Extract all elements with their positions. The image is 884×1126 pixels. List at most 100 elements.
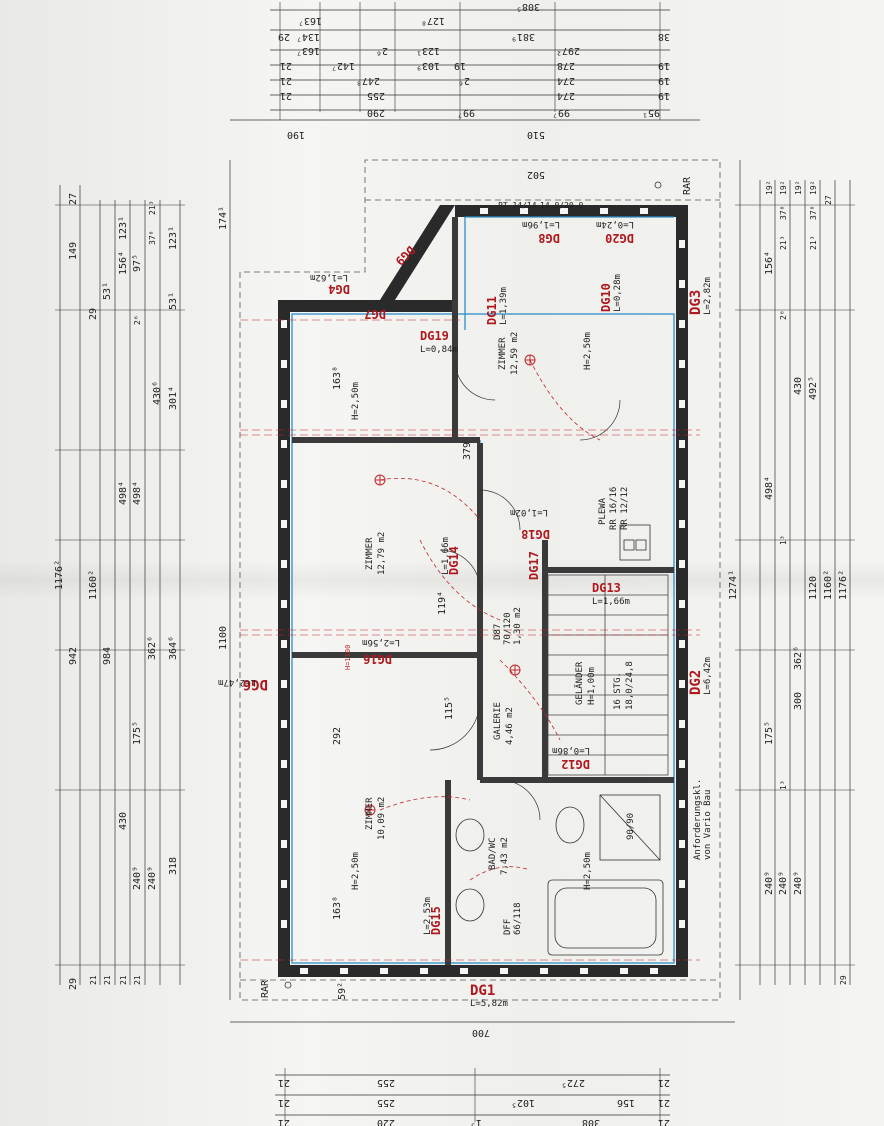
dim-left-a2: 942: [68, 647, 79, 665]
dim-left-g3: 240⁹: [147, 866, 158, 890]
tag-dg11: DG11: [485, 296, 499, 325]
light-points: [364, 354, 536, 816]
dim-right-c2: 362⁶: [793, 646, 804, 670]
right-dimension-block: 240⁹ 175⁵ 498⁴ 156⁴ 19² 240⁹ 1³ 1³ 2⁶ 21…: [728, 160, 855, 1000]
dim-right-d1: 1120: [808, 576, 819, 600]
dim-163b: 163⁸: [332, 896, 343, 920]
dim-top-5: 381⁹: [511, 31, 535, 42]
dim-right-b7: 19²: [779, 181, 788, 195]
tag-dg5: DG15: [429, 906, 443, 935]
tag-dg19: DG19: [420, 329, 449, 343]
dim-top-4: 134⁷: [296, 31, 320, 42]
tag-dg14-len: L=1,66m: [441, 537, 451, 575]
dim-292: 292: [332, 727, 343, 745]
left-dimension-block: 29 942 149 27 1160² 29 984 53¹ 156⁴ 123¹…: [54, 160, 231, 1000]
dim-119: 119⁴: [437, 591, 448, 615]
tag-dg12-len: L=0,86m: [552, 745, 590, 755]
dim-bot-5: 21: [278, 1097, 290, 1108]
dim-left-f6: 430⁶: [152, 381, 163, 405]
height-3: H=2,50m: [583, 332, 593, 370]
dim-left-c1: 984: [102, 647, 113, 665]
room-1-name: ZIMMER: [365, 537, 375, 570]
d87-area: 1,30 m2: [513, 607, 523, 645]
dim-right-d3: 21³: [809, 236, 818, 250]
tag-dg12: DG12: [561, 757, 590, 771]
dim-left-e2: 498⁴: [132, 481, 143, 505]
tag-dg18-len: L=1,02m: [510, 507, 548, 517]
room-4-area: 4,46 m2: [505, 707, 515, 745]
dim-top-15: 278: [557, 60, 575, 71]
dim-bot-9: 21: [658, 1097, 670, 1108]
top-dimension-block: 163⁷ 127⁸ 29 134⁷ 381⁹ 38 163⁷ 2⁶ 123¹ 2…: [230, 1, 700, 140]
dim-left-d2: 123¹: [118, 216, 129, 240]
dim-right-b6: 37⁸: [779, 206, 788, 220]
dim-163a: 163⁸: [332, 366, 343, 390]
dim-right-b4: 2⁶: [779, 310, 788, 320]
note-line-2: von Vario Bau: [703, 790, 713, 860]
dim-right-c1: 240⁹: [793, 871, 804, 895]
room-4-name: GALERIE: [493, 702, 503, 740]
dg-tags: DG1 L=5,82m DG2 L=6,42m DG3 L=2,82m DG4 …: [218, 219, 713, 1009]
gelander-height: H=1,00m: [587, 667, 597, 705]
room-5-area: 7,43 m2: [500, 837, 510, 875]
tag-dg2: DG2: [688, 670, 704, 695]
chimneys: [619, 524, 651, 561]
sill-height: H=1100: [344, 645, 352, 670]
dim-bot-6: 255: [377, 1097, 395, 1108]
rar-marker-left: [284, 981, 292, 989]
room-2-name: ZIMMER: [365, 797, 375, 830]
tag-dg18: DG18: [521, 527, 550, 541]
dim-115: 115⁵: [444, 696, 455, 720]
tag-dg11-len: L=1,39m: [499, 287, 509, 325]
d87-label: D87: [493, 624, 503, 640]
dim-left-e3: 97⁵: [132, 254, 143, 272]
dim-top-19: 2⁶: [458, 75, 470, 86]
shower-size: 90/90: [626, 813, 636, 840]
axis-lines: [240, 319, 700, 961]
tag-dg13: DG13: [592, 581, 621, 595]
tag-dg6-len: L=2,47m: [218, 677, 256, 687]
dim-right-d4: 37⁸: [809, 206, 818, 220]
stair-count: 16 STG.: [613, 672, 623, 710]
dim-left-a4: 27: [68, 193, 79, 205]
dim-top-2: 127⁸: [421, 15, 445, 26]
room-labels: ZIMMER 12,79 m2 ZIMMER 10,09 m2 ZIMMER 1…: [260, 169, 713, 998]
dim-top-1: 163⁷: [298, 15, 322, 26]
pt-label: PT 14/14: [498, 201, 537, 210]
dim-right-b2: 1³: [779, 780, 788, 790]
dim-right-c3: 300: [793, 692, 804, 710]
tag-dg13-len: L=1,66m: [592, 597, 630, 607]
tag-dg8-len: L=1,96m: [522, 219, 560, 229]
dim-top-22: 21: [280, 90, 292, 101]
dim-bot-2: 255: [377, 1077, 395, 1088]
dim-top-20: 274: [557, 75, 575, 86]
dim-left-g1: 318: [168, 857, 179, 875]
dim-right-b5: 21³: [779, 236, 788, 250]
dim-left-c2: 53¹: [102, 282, 113, 300]
dim-bot-1: 21: [278, 1077, 290, 1088]
dim-top-31: 510: [527, 129, 545, 140]
dim-left-d1: 156⁴: [118, 251, 129, 275]
dim-top-30: 190: [287, 129, 305, 140]
tag-dg16-len: L=2,56m: [362, 637, 400, 647]
bathroom-fixtures: [455, 794, 664, 956]
tag-dg1: DG1: [470, 983, 495, 999]
tag-dg17: DG17: [527, 551, 541, 580]
dim-left-f1: 430: [118, 812, 129, 830]
dim-top-17: 21: [280, 75, 292, 86]
tag-dg10-len: L=0,28m: [613, 274, 623, 312]
dim-bot-10: 21: [278, 1117, 290, 1126]
dim-top-9: 123¹: [416, 45, 440, 56]
dim-bot-7: 102⁵: [511, 1097, 535, 1108]
dim-left-e4: 2⁶: [133, 315, 142, 325]
dim-right-f1: 1176²: [838, 570, 849, 600]
dim-bot-12: 1⁵: [470, 1117, 482, 1126]
dim-502: 502: [527, 169, 545, 180]
rar-marker-right: [654, 181, 662, 189]
dim-right-a1: 240⁹: [764, 871, 775, 895]
tag-dg8: DG8: [538, 231, 560, 245]
dff-label: DFF: [503, 919, 513, 935]
dim-top-32: 308⁵: [516, 1, 540, 12]
dim-left-total-a: 1176²: [54, 560, 65, 590]
